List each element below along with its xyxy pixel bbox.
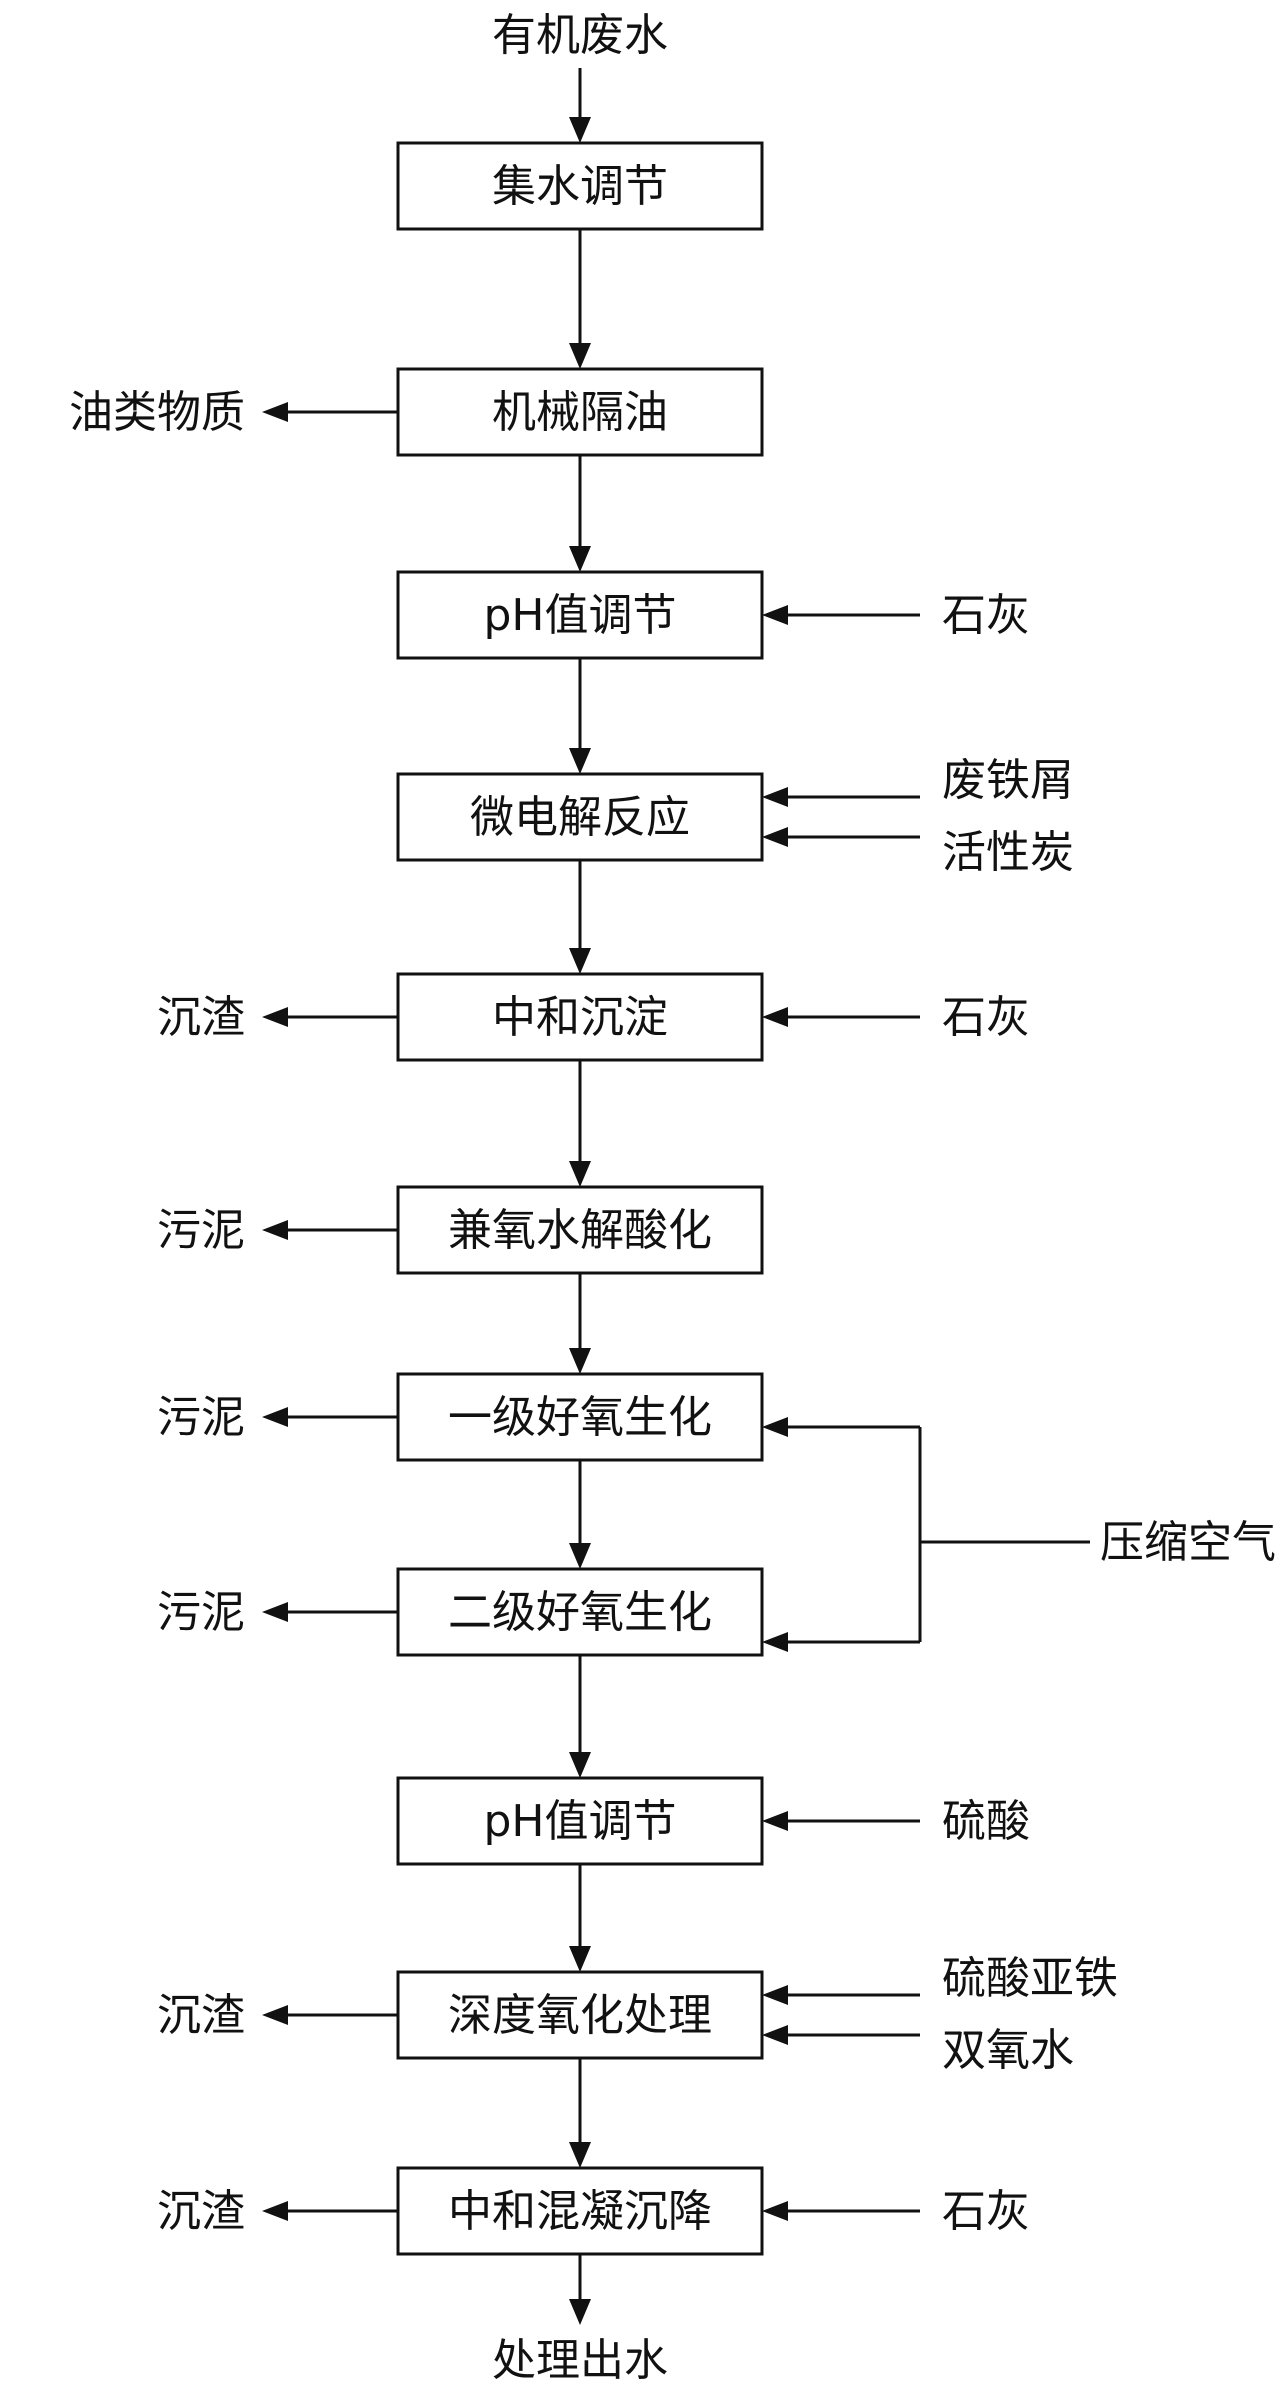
chemical-input-label: 硫酸亚铁 — [942, 1953, 1118, 2004]
input-arrow-head — [569, 117, 591, 143]
output-arrow-head — [569, 2299, 591, 2325]
flow-arrow-head — [569, 1161, 591, 1187]
process-step-box: 兼氧水解酸化 — [396, 1185, 764, 1275]
process-step-box: 集水调节 — [396, 141, 764, 231]
process-step-rect — [396, 972, 764, 1062]
output-arrow-head — [262, 1407, 288, 1427]
process-step-rect — [396, 772, 764, 862]
process-step-label: 微电解反应 — [470, 792, 690, 843]
chemical-input-label: 石灰 — [942, 590, 1030, 641]
chemical-input-label: 废铁屑 — [942, 755, 1074, 806]
flow-arrow-head — [569, 1348, 591, 1374]
side-output-label: 污泥 — [157, 1205, 245, 1256]
process-step-label: 一级好氧生化 — [448, 1392, 712, 1443]
side-output-label: 污泥 — [157, 1587, 245, 1638]
process-step-label: 中和沉淀 — [492, 992, 668, 1043]
process-step-label: 深度氧化处理 — [448, 1990, 712, 2041]
output-label: 处理出水 — [492, 2335, 668, 2386]
flow-arrows — [262, 68, 1090, 2325]
process-step-rect — [396, 1372, 764, 1462]
process-step-box: 一级好氧生化 — [396, 1372, 764, 1462]
flow-arrow-head — [569, 343, 591, 369]
process-step-label: 机械隔油 — [492, 387, 668, 438]
output-arrow-head — [262, 1602, 288, 1622]
input-label: 有机废水 — [492, 10, 668, 61]
side-output-label: 油类物质 — [69, 387, 245, 438]
chemical-input-label: 硫酸 — [942, 1796, 1030, 1847]
input-arrow-head — [762, 2025, 788, 2045]
chemical-input-label: 石灰 — [942, 992, 1030, 1043]
flow-arrow-head — [569, 748, 591, 774]
process-step-box: pH值调节 — [396, 1776, 764, 1866]
process-step-rect — [396, 367, 764, 457]
output-arrow-head — [262, 2005, 288, 2025]
output-arrow-head — [262, 1007, 288, 1027]
side-output-label: 沉渣 — [157, 992, 245, 1043]
process-step-label: 集水调节 — [492, 161, 668, 212]
process-step-box: 机械隔油 — [396, 367, 764, 457]
input-arrow-head — [762, 1811, 788, 1831]
process-step-rect — [396, 2166, 764, 2256]
process-step-label: pH值调节 — [483, 1796, 676, 1847]
flow-arrow-head — [569, 1543, 591, 1569]
process-step-rect — [396, 1776, 764, 1866]
process-step-label: 二级好氧生化 — [448, 1587, 712, 1638]
input-arrow-head — [762, 2201, 788, 2221]
process-step-box: 中和混凝沉降 — [396, 2166, 764, 2256]
process-step-rect — [396, 1567, 764, 1657]
air-arrow-head — [762, 1632, 788, 1652]
output-arrow-head — [262, 1220, 288, 1240]
chemical-input-label: 石灰 — [942, 2186, 1030, 2237]
process-step-box: 微电解反应 — [396, 772, 764, 862]
side-labels: 油类物质石灰废铁屑活性炭沉渣石灰污泥污泥污泥硫酸沉渣硫酸亚铁双氧水沉渣石灰压缩空… — [69, 387, 1276, 2237]
input-arrow-head — [762, 1007, 788, 1027]
flow-arrow-head — [569, 2142, 591, 2168]
process-step-rect — [396, 141, 764, 231]
process-step-box: 二级好氧生化 — [396, 1567, 764, 1657]
input-arrow-head — [762, 1985, 788, 2005]
side-output-label: 沉渣 — [157, 1990, 245, 2041]
output-arrow-head — [262, 2201, 288, 2221]
flow-arrow-head — [569, 1946, 591, 1972]
flow-arrow-head — [569, 546, 591, 572]
process-step-box: 深度氧化处理 — [396, 1970, 764, 2060]
input-arrow-head — [762, 827, 788, 847]
flow-arrow-head — [569, 948, 591, 974]
process-step-rect — [396, 570, 764, 660]
process-step-label: pH值调节 — [483, 590, 676, 641]
air-input-label: 压缩空气 — [1100, 1517, 1276, 1568]
side-output-label: 沉渣 — [157, 2186, 245, 2237]
process-step-label: 中和混凝沉降 — [448, 2186, 712, 2237]
output-arrow-head — [262, 402, 288, 422]
process-step-box: pH值调节 — [396, 570, 764, 660]
chemical-input-label: 活性炭 — [942, 827, 1074, 878]
process-steps: 集水调节机械隔油pH值调节微电解反应中和沉淀兼氧水解酸化一级好氧生化二级好氧生化… — [396, 141, 764, 2256]
air-arrow-head — [762, 1417, 788, 1437]
process-step-rect — [396, 1970, 764, 2060]
input-arrow-head — [762, 605, 788, 625]
side-output-label: 污泥 — [157, 1392, 245, 1443]
chemical-input-label: 双氧水 — [942, 2025, 1074, 2076]
process-step-rect — [396, 1185, 764, 1275]
process-step-label: 兼氧水解酸化 — [448, 1205, 712, 1256]
flow-arrow-head — [569, 1752, 591, 1778]
process-step-box: 中和沉淀 — [396, 972, 764, 1062]
input-arrow-head — [762, 787, 788, 807]
